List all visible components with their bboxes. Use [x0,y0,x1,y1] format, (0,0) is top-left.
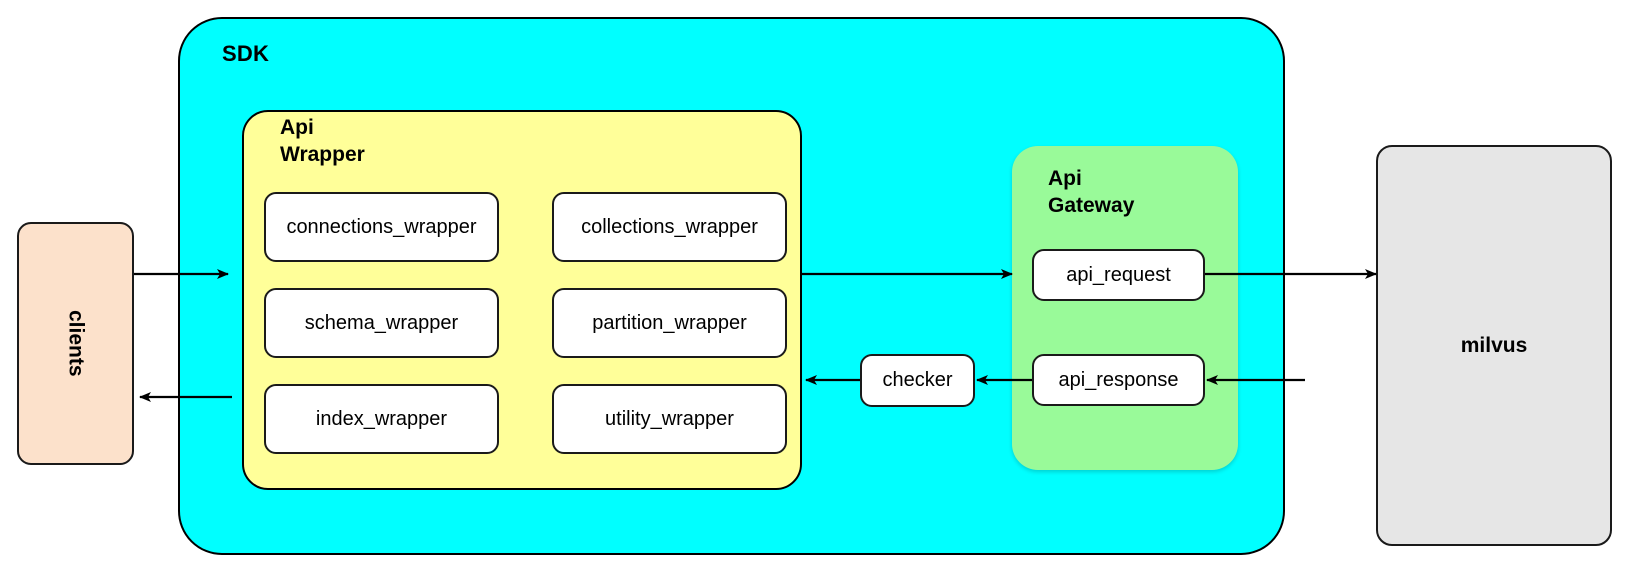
utility-wrapper-box[interactable]: utility_wrapper [552,384,787,454]
clients-label: clients [64,310,88,377]
api-gateway-container[interactable] [1012,146,1238,470]
api-wrapper-label-line2: Wrapper [280,143,365,166]
connections-wrapper-box[interactable]: connections_wrapper [264,192,499,262]
collections-wrapper-box[interactable]: collections_wrapper [552,192,787,262]
api-gateway-label: Api Gateway [1048,165,1134,219]
clients-box[interactable]: clients [17,222,134,465]
checker-box[interactable]: checker [860,354,975,407]
api-gateway-label-line1: Api [1048,167,1082,190]
schema-wrapper-box[interactable]: schema_wrapper [264,288,499,358]
index-wrapper-box[interactable]: index_wrapper [264,384,499,454]
api-gateway-label-line2: Gateway [1048,194,1135,217]
api-response-box[interactable]: api_response [1032,354,1205,406]
milvus-box[interactable]: milvus [1376,145,1612,546]
api-wrapper-label: Api Wrapper [280,114,365,168]
sdk-label: SDK [222,41,270,66]
partition-wrapper-box[interactable]: partition_wrapper [552,288,787,358]
api-wrapper-label-line1: Api [280,116,314,139]
api-request-box[interactable]: api_request [1032,249,1205,301]
